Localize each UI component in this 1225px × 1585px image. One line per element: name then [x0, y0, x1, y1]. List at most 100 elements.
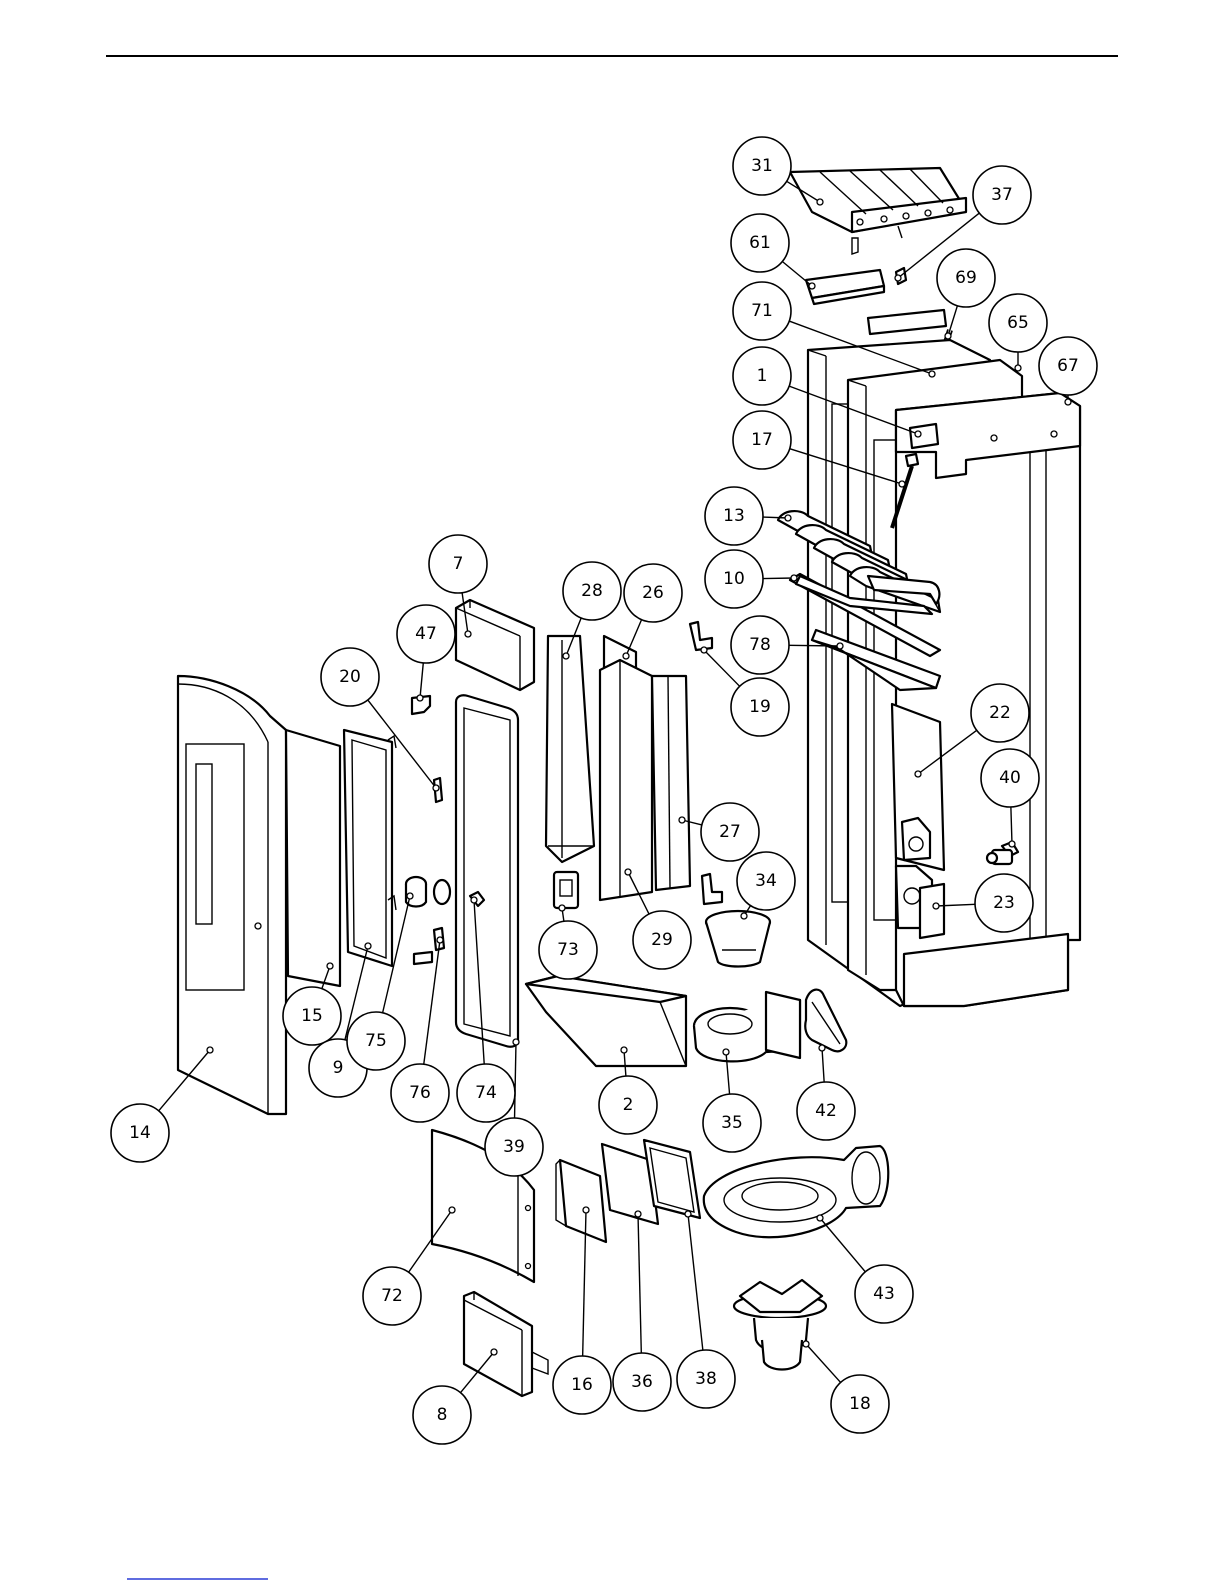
callout-number: 67 — [1057, 356, 1079, 376]
callout-34: 34 — [737, 852, 795, 910]
leader-line-61 — [782, 261, 812, 286]
callout-10: 10 — [705, 550, 763, 608]
callout-number: 26 — [642, 583, 664, 603]
callout-number: 38 — [695, 1369, 717, 1389]
callout-73: 73 — [539, 921, 597, 979]
leader-dot-61 — [809, 283, 815, 289]
callout-20: 20 — [321, 648, 379, 706]
leader-dot-16 — [583, 1207, 589, 1213]
callout-number: 72 — [381, 1286, 403, 1306]
callout-number: 74 — [475, 1083, 497, 1103]
part-bracket-16 — [556, 1160, 606, 1242]
leader-dot-18 — [803, 1341, 809, 1347]
callout-number: 27 — [719, 822, 741, 842]
callout-40: 40 — [981, 749, 1039, 807]
leader-dot-9 — [365, 943, 371, 949]
part-fan-motor-18 — [734, 1280, 826, 1370]
leader-line-18 — [806, 1344, 841, 1382]
callout-number: 65 — [1007, 313, 1029, 333]
part-elbow-small — [702, 874, 722, 904]
callout-27: 27 — [701, 803, 759, 861]
callout-number: 13 — [723, 506, 745, 526]
part-block-8 — [464, 1292, 548, 1396]
part-flue-elbow-35 — [694, 992, 800, 1061]
callout-number: 8 — [437, 1405, 448, 1425]
part-fan-housing-43 — [704, 1146, 888, 1237]
callout-7: 7 — [429, 535, 487, 593]
callout-number: 37 — [991, 185, 1013, 205]
leader-line-13 — [763, 517, 788, 518]
leader-dot-71 — [929, 371, 935, 377]
callout-number: 61 — [749, 233, 771, 253]
callout-22: 22 — [971, 684, 1029, 742]
leader-dot-2 — [621, 1047, 627, 1053]
leader-dot-35 — [723, 1049, 729, 1055]
callout-number: 18 — [849, 1394, 871, 1414]
callout-18: 18 — [831, 1375, 889, 1433]
callout-number: 10 — [723, 569, 745, 589]
callout-number: 23 — [993, 893, 1015, 913]
leader-dot-74 — [471, 897, 477, 903]
part-glass-15 — [286, 730, 340, 986]
part-panel-27 — [652, 676, 690, 890]
leader-dot-27 — [679, 817, 685, 823]
leader-dot-78 — [837, 643, 843, 649]
callout-23: 23 — [975, 874, 1033, 932]
leader-dot-13 — [785, 515, 791, 521]
leader-dot-65 — [1015, 365, 1021, 371]
leader-dot-29 — [625, 869, 631, 875]
callout-number: 16 — [571, 1375, 593, 1395]
leader-dot-38 — [685, 1211, 691, 1217]
part-burnpot-34 — [706, 911, 770, 967]
callout-17: 17 — [733, 411, 791, 469]
callout-number: 42 — [815, 1101, 837, 1121]
callout-47: 47 — [397, 605, 455, 663]
callout-78: 78 — [731, 616, 789, 674]
part-gasket-42 — [805, 990, 846, 1052]
callout-36: 36 — [613, 1353, 671, 1411]
leader-dot-34 — [741, 913, 747, 919]
callout-number: 7 — [453, 554, 464, 574]
callout-61: 61 — [731, 214, 789, 272]
leader-dot-20 — [433, 785, 439, 791]
callout-72: 72 — [363, 1267, 421, 1325]
leader-line-42 — [822, 1048, 824, 1082]
callout-13: 13 — [705, 487, 763, 545]
callout-number: 71 — [751, 301, 773, 321]
callout-39: 39 — [485, 1118, 543, 1176]
callout-number: 35 — [721, 1113, 743, 1133]
callout-number: 15 — [301, 1006, 323, 1026]
leader-line-43 — [820, 1218, 865, 1272]
callout-16: 16 — [553, 1356, 611, 1414]
part-top-grille — [790, 168, 966, 254]
part-frame-9 — [344, 730, 396, 966]
part-block-7 — [456, 600, 534, 690]
callout-number: 1 — [757, 366, 768, 386]
callout-67: 67 — [1039, 337, 1097, 395]
callout-29: 29 — [633, 911, 691, 969]
callout-number: 69 — [955, 268, 977, 288]
callout-number: 22 — [989, 703, 1011, 723]
leader-dot-31 — [817, 199, 823, 205]
part-bracket-61 — [806, 270, 884, 304]
callout-number: 28 — [581, 581, 603, 601]
callout-2: 2 — [599, 1076, 657, 1134]
callout-42: 42 — [797, 1082, 855, 1140]
leader-dot-43 — [817, 1215, 823, 1221]
leader-dot-7 — [465, 631, 471, 637]
leader-dot-73 — [559, 905, 565, 911]
callout-28: 28 — [563, 562, 621, 620]
callout-number: 17 — [751, 430, 773, 450]
callout-number: 43 — [873, 1284, 895, 1304]
callout-76: 76 — [391, 1064, 449, 1122]
part-door-frame-39 — [456, 695, 518, 1047]
leader-line-69 — [948, 306, 957, 336]
leader-dot-67 — [1065, 399, 1071, 405]
leader-dot-1 — [915, 431, 921, 437]
callout-number: 36 — [631, 1372, 653, 1392]
callout-75: 75 — [347, 1012, 405, 1070]
leader-line-10 — [763, 578, 794, 579]
callout-number: 47 — [415, 624, 437, 644]
callout-number: 40 — [999, 768, 1021, 788]
